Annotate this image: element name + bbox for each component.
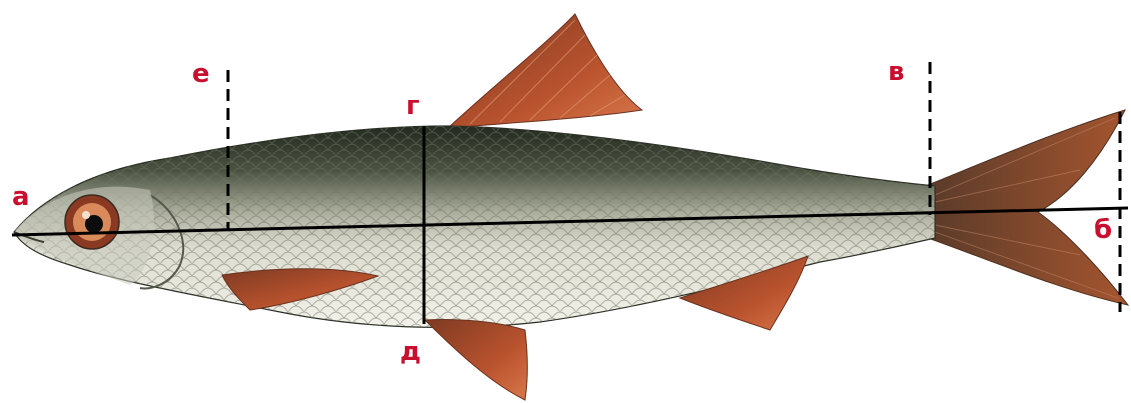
label-a: а [12,182,30,212]
label-e: е [192,59,210,89]
pelvic-fin [425,319,527,400]
dorsal-fin [448,14,642,128]
label-g: г [406,91,420,121]
eye-glint [82,211,90,219]
label-b: б [1094,215,1112,245]
label-v: в [888,57,904,87]
label-d: д [400,337,421,367]
